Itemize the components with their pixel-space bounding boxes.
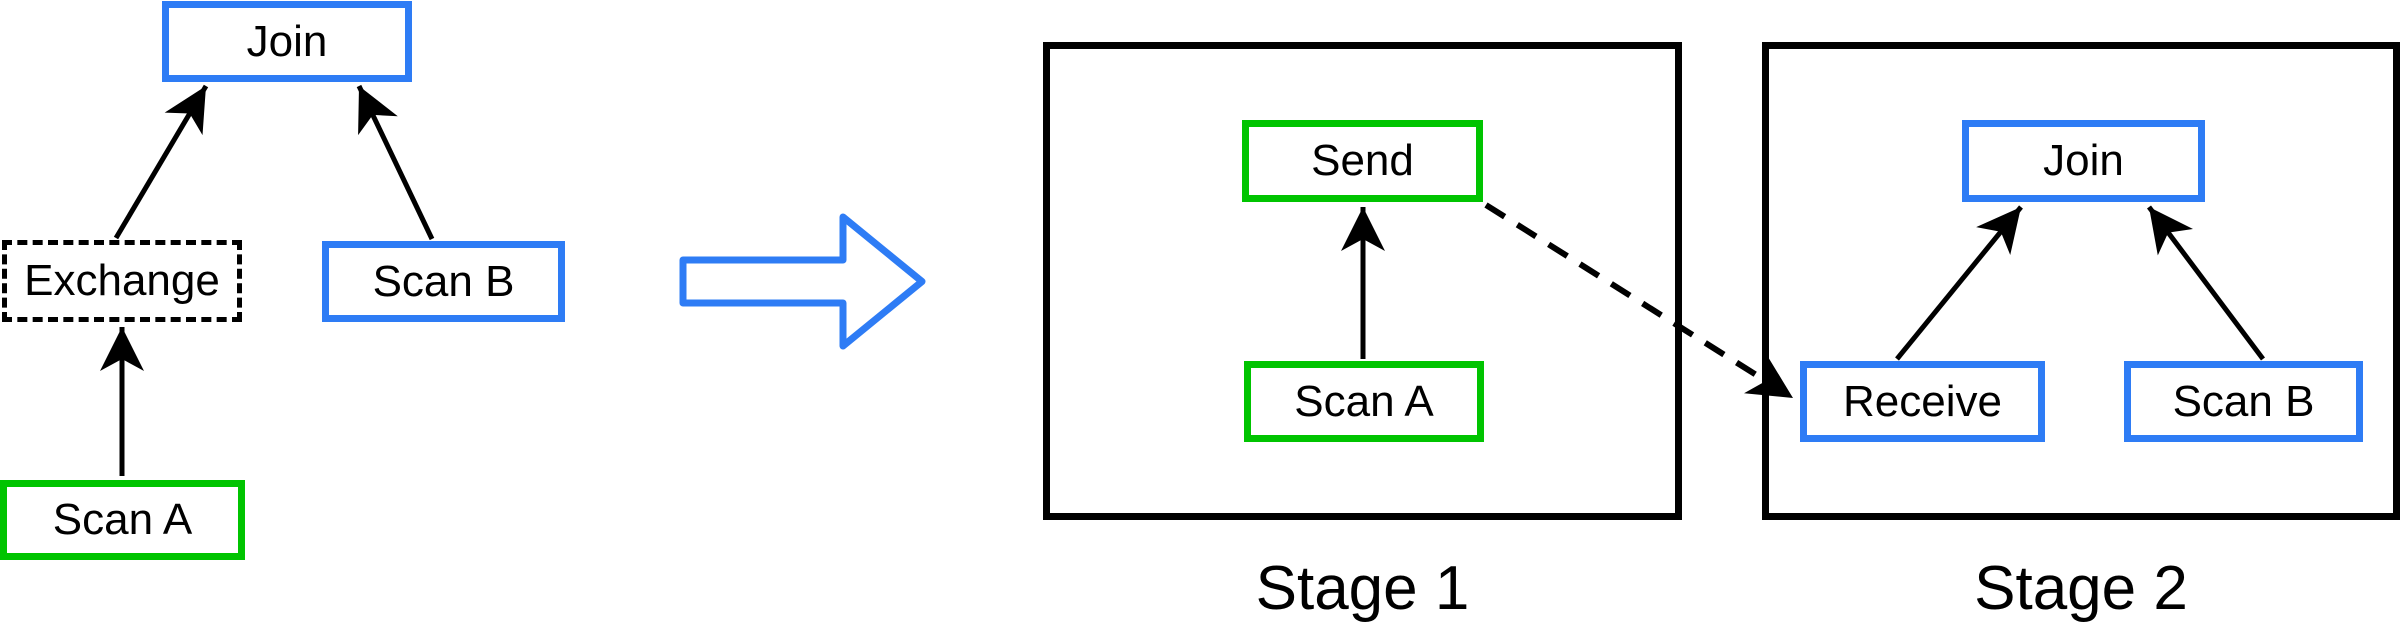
stage2-frame [1762,42,2400,520]
stage2-title: Stage 2 [1974,553,2188,623]
stage1-title: Stage 1 [1255,553,1470,623]
logical-scan-a-label: Scan A [52,495,193,544]
logical-scan-b-label: Scan B [372,256,515,306]
logical-exchange-node: Exchange [2,240,242,322]
stage2-scan-b-label: Scan B [2172,376,2315,426]
logical-join-node: Join [162,1,412,82]
transform-block-arrow-icon [679,213,926,350]
logical-exchange-label: Exchange [24,256,220,305]
edge-scan-b-to-join [356,84,435,241]
stage1-scan-a-label: Scan A [1294,376,1434,426]
logical-join-label: Join [246,16,328,66]
stage2-join-label: Join [2043,136,2124,185]
stage2-join-node: Join [1962,120,2205,202]
stage2-receive-node: Receive [1800,361,2045,442]
stage2-receive-label: Receive [1843,376,2002,426]
logical-scan-a-node: Scan A [0,480,245,560]
stage2-scan-b-node: Scan B [2124,361,2363,442]
stage1-send-label: Send [1311,136,1414,185]
stage1-frame [1043,42,1682,520]
edge-exchange-to-join [113,84,209,240]
logical-scan-b-node: Scan B [322,241,565,322]
stage1-scan-a-node: Scan A [1244,361,1484,442]
stage1-send-node: Send [1242,120,1483,202]
